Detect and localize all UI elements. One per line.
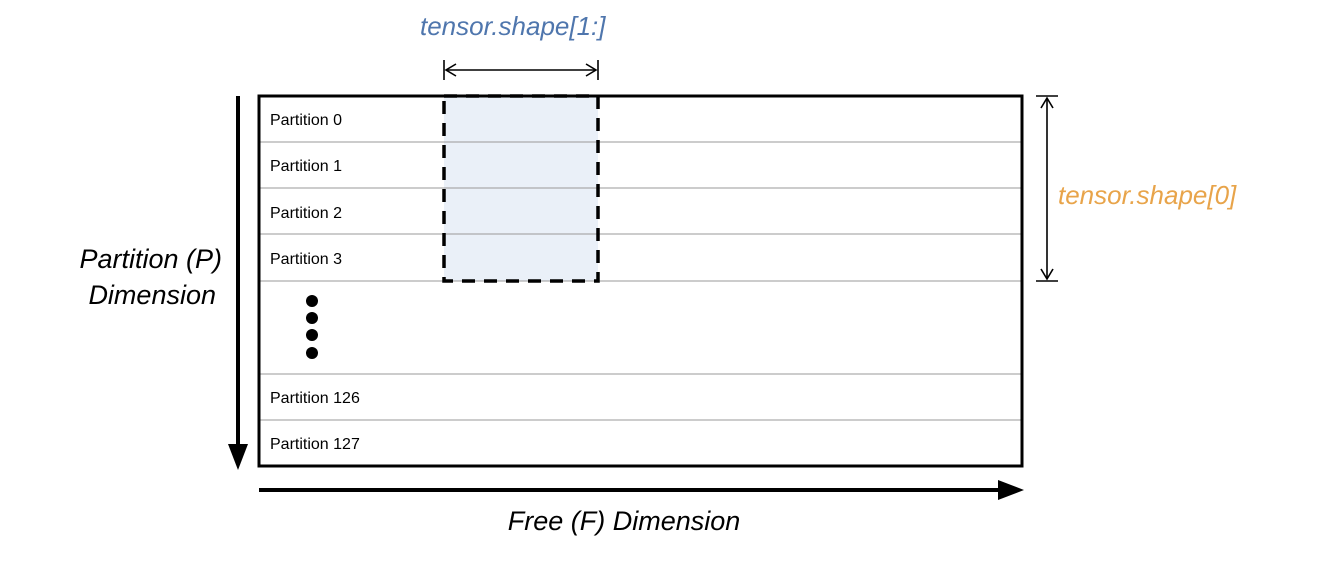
tensor-shape-free-label: tensor.shape[1:]: [420, 11, 606, 41]
partition-label: Partition 0: [270, 112, 342, 129]
free-dimension-arrow: [259, 480, 1024, 500]
partition-label: Partition 2: [270, 205, 342, 222]
row-dividers: [259, 141, 1022, 421]
tensor-tile-outline: [442, 94, 600, 283]
partition-label: Partition 126: [270, 390, 360, 407]
free-dimension-label: Free (F) Dimension: [508, 506, 741, 536]
tensor-shape-partition-label: tensor.shape[0]: [1058, 180, 1237, 210]
ellipsis-dots: [306, 295, 318, 359]
tensor-shape-free-indicator: [443, 60, 599, 80]
partition-dimension-arrow: [228, 96, 248, 470]
partition-dimension-label: Dimension: [88, 280, 216, 310]
partition-label: Partition 1: [270, 158, 342, 175]
tensor-shape-partition-indicator: [1036, 95, 1058, 282]
partition-label: Partition 3: [270, 251, 342, 268]
partition-dimension-label: Partition (P): [79, 244, 222, 274]
sbuf-box: [257, 94, 1024, 468]
partition-label: Partition 127: [270, 436, 360, 453]
